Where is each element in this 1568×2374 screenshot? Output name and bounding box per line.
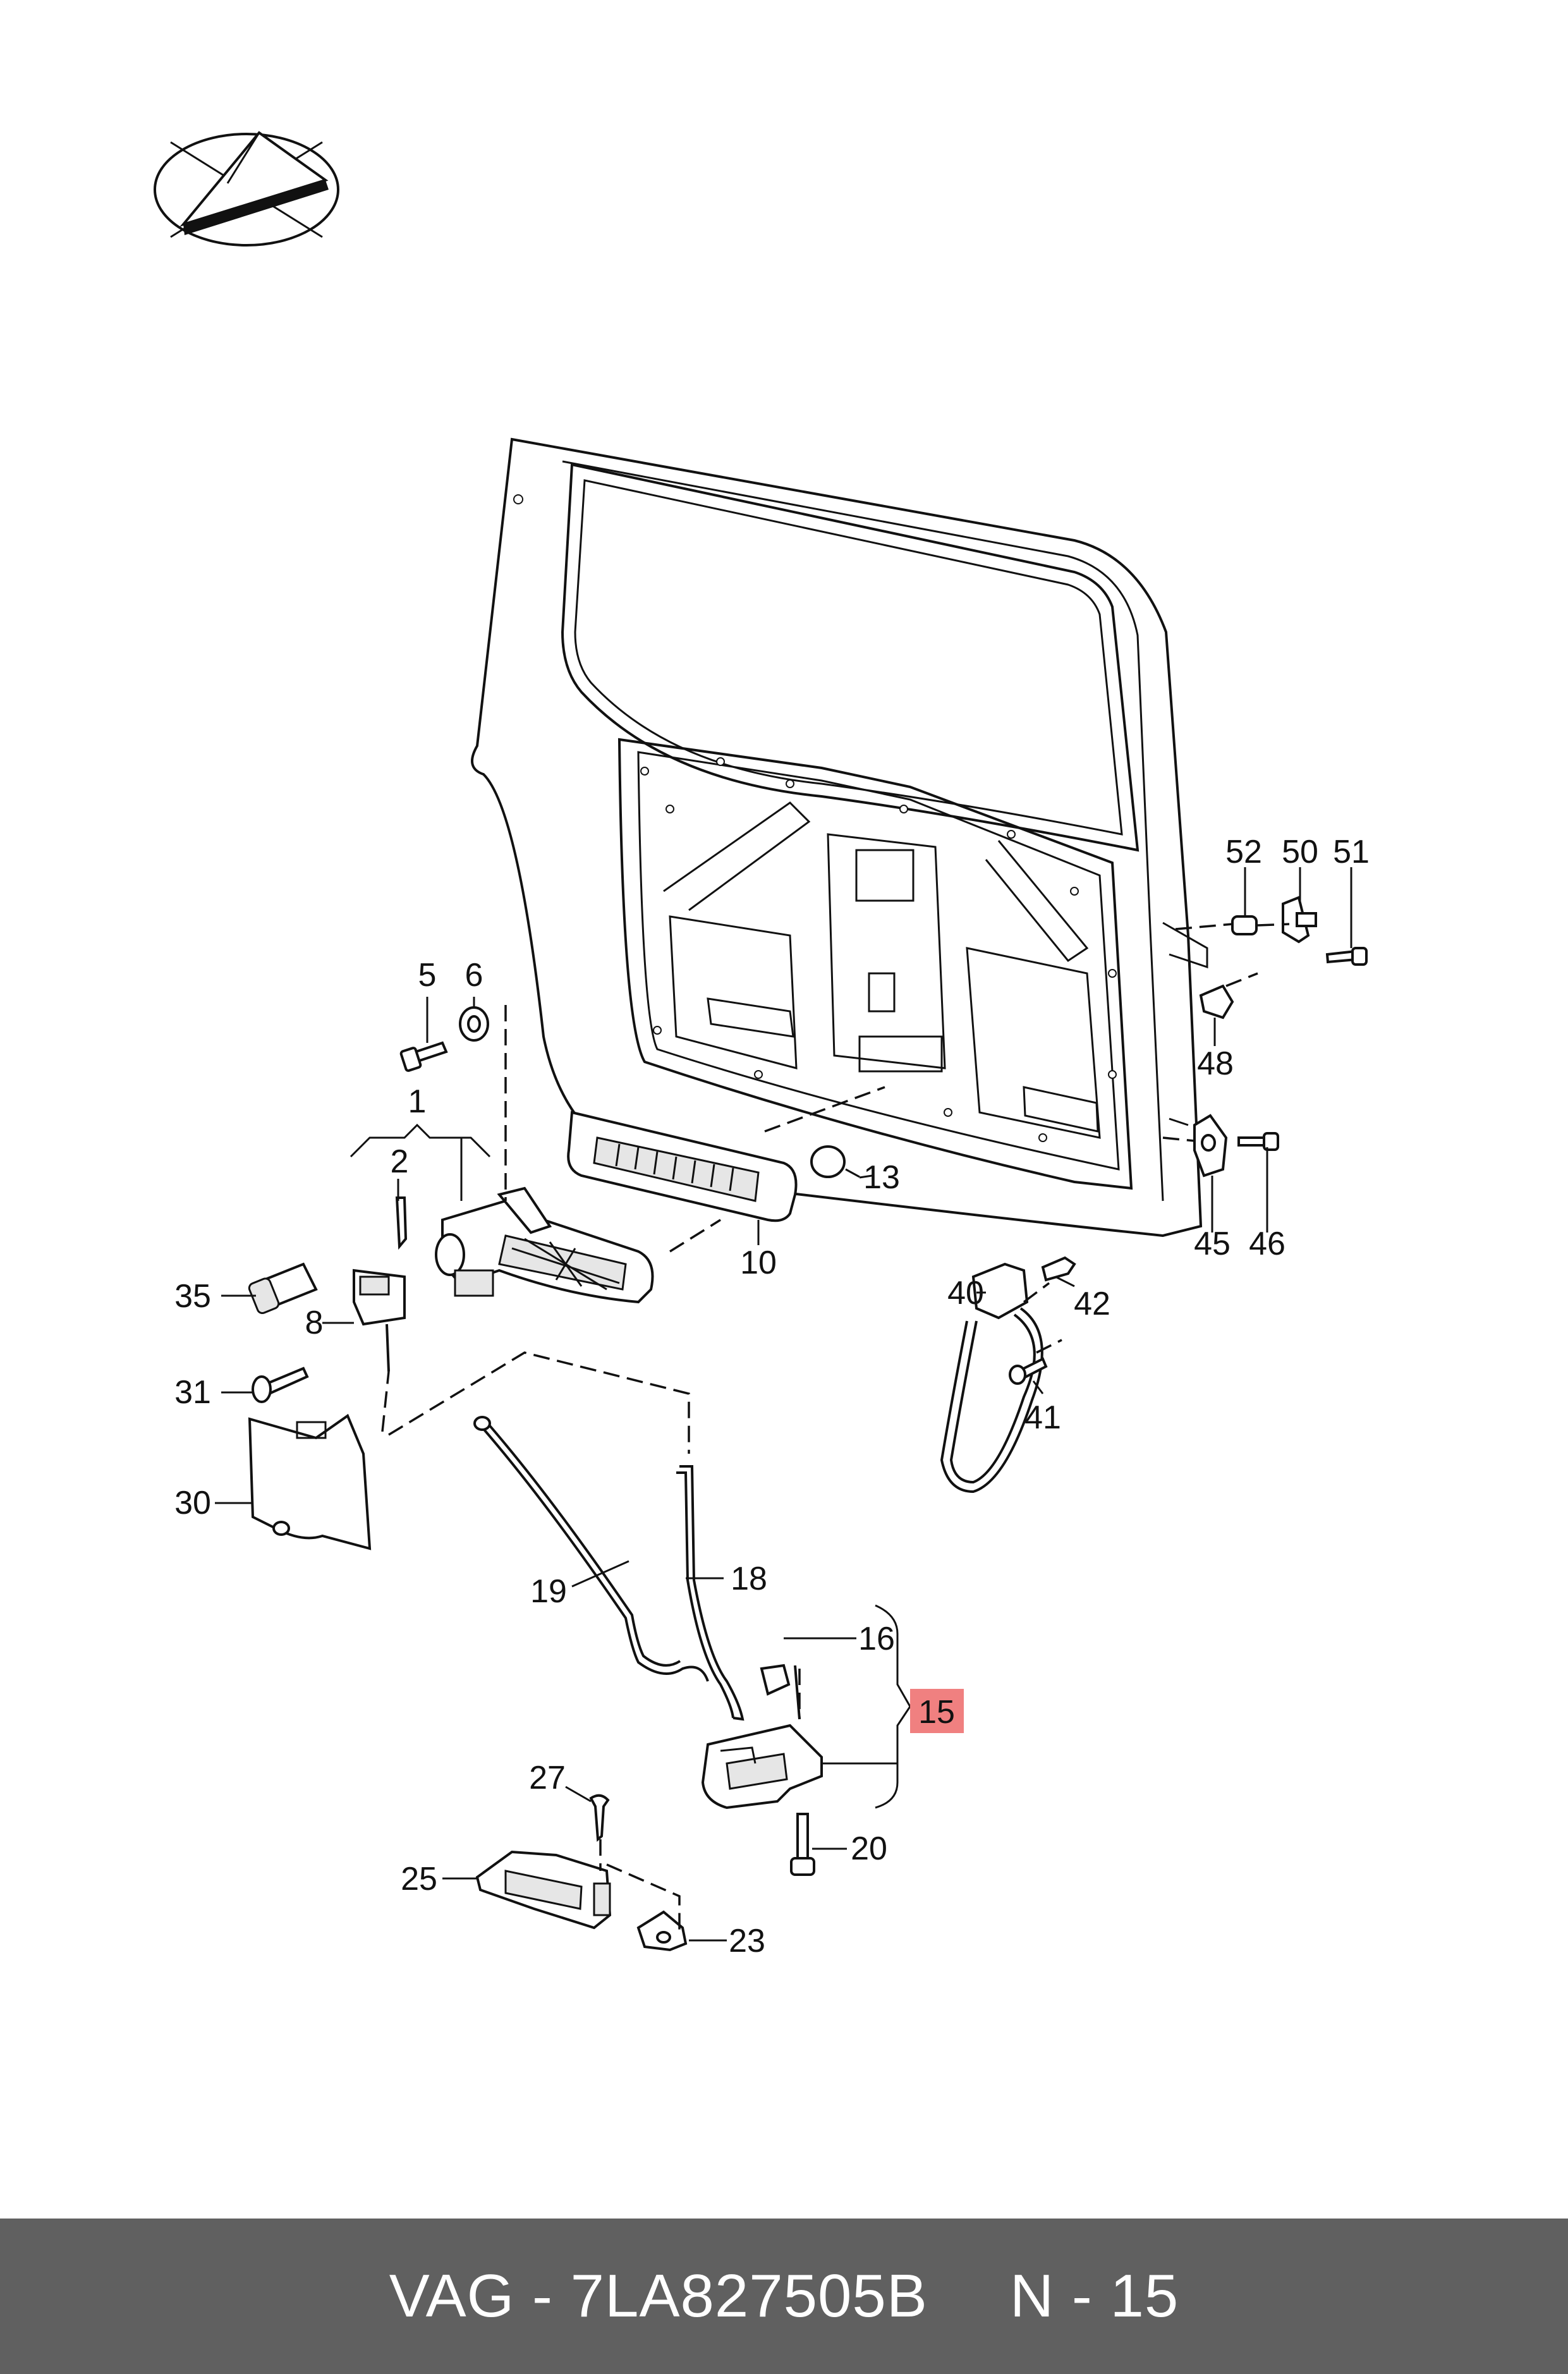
callout-48: 48	[1197, 1045, 1234, 1082]
callout-1: 1	[408, 1083, 427, 1120]
part-5-bolt	[399, 1041, 448, 1072]
part-6-washer	[459, 1006, 489, 1042]
callout-6: 6	[465, 957, 483, 994]
part-15-lock	[701, 1724, 823, 1810]
callout-42: 42	[1074, 1286, 1110, 1322]
part-10-handle-trim	[567, 1111, 798, 1222]
callout-16: 16	[858, 1621, 895, 1657]
callout-19: 19	[530, 1573, 567, 1610]
callout-20: 20	[851, 1830, 887, 1867]
part-20-bolt	[790, 1813, 815, 1876]
part-48-bump-stop	[1199, 984, 1234, 1020]
callout-27: 27	[529, 1760, 566, 1796]
callout-15-highlight	[910, 1689, 964, 1733]
callout-2: 2	[391, 1143, 409, 1180]
part-52-spacer	[1231, 915, 1258, 935]
position-label: N - 15	[1009, 2262, 1179, 2330]
callout-25: 25	[401, 1861, 437, 1897]
part-27-screw	[589, 1794, 610, 1842]
callout-51: 51	[1333, 834, 1370, 870]
part-46-bolt	[1237, 1132, 1279, 1151]
parts-diagram: 52 50 51 48 5 6 1 2 13 45 46 10 40 42 35…	[154, 131, 1370, 1959]
callout-35: 35	[174, 1278, 211, 1315]
part-2-clip	[395, 1196, 408, 1250]
callout-5: 5	[418, 957, 437, 994]
callout-8: 8	[305, 1305, 324, 1341]
paper-plane-logo-icon	[154, 131, 339, 247]
part-31-bolt	[252, 1367, 309, 1403]
callout-50: 50	[1282, 834, 1318, 870]
tailgate-panel	[471, 437, 1208, 1238]
guide-lines	[381, 923, 1290, 1931]
part-19-rod	[473, 1416, 709, 1682]
part-25-actuator-motor	[475, 1850, 612, 1930]
callout-23: 23	[729, 1923, 765, 1959]
callout-45: 45	[1194, 1226, 1231, 1262]
footer-bar: VAG - 7LA827505B N - 15	[0, 2219, 1568, 2374]
part-30-cover	[248, 1413, 372, 1550]
callout-46: 46	[1249, 1226, 1285, 1262]
callouts: 52 50 51 48 5 6 1 2 13 45 46 10 40 42 35…	[174, 834, 1370, 1959]
part-45-bracket	[1193, 1114, 1228, 1178]
part-8-switch	[353, 1269, 406, 1372]
part-13-grommet	[810, 1145, 860, 1178]
callout-10: 10	[740, 1245, 777, 1281]
part-18-rod	[676, 1465, 744, 1721]
part-16-clip	[760, 1664, 801, 1720]
part-35-lock-cylinder	[248, 1262, 318, 1315]
part-1-handle-assembly	[435, 1186, 654, 1304]
part-23-bracket	[636, 1910, 688, 1952]
callout-31: 31	[174, 1374, 211, 1411]
callout-15: 15	[918, 1694, 955, 1731]
part-42-clip	[1041, 1256, 1076, 1282]
part-51-bolt	[1325, 947, 1368, 966]
callout-40: 40	[947, 1275, 984, 1312]
callout-52: 52	[1225, 834, 1262, 870]
callout-30: 30	[174, 1485, 211, 1521]
part-50-bracket	[1282, 896, 1317, 944]
callout-41: 41	[1024, 1399, 1061, 1436]
callout-18: 18	[731, 1561, 767, 1597]
leader-lines	[215, 867, 1352, 1942]
part-41-screw	[1009, 1357, 1048, 1385]
part-number-label: VAG - 7LA827505B	[389, 2262, 928, 2330]
callout-13: 13	[863, 1159, 900, 1196]
